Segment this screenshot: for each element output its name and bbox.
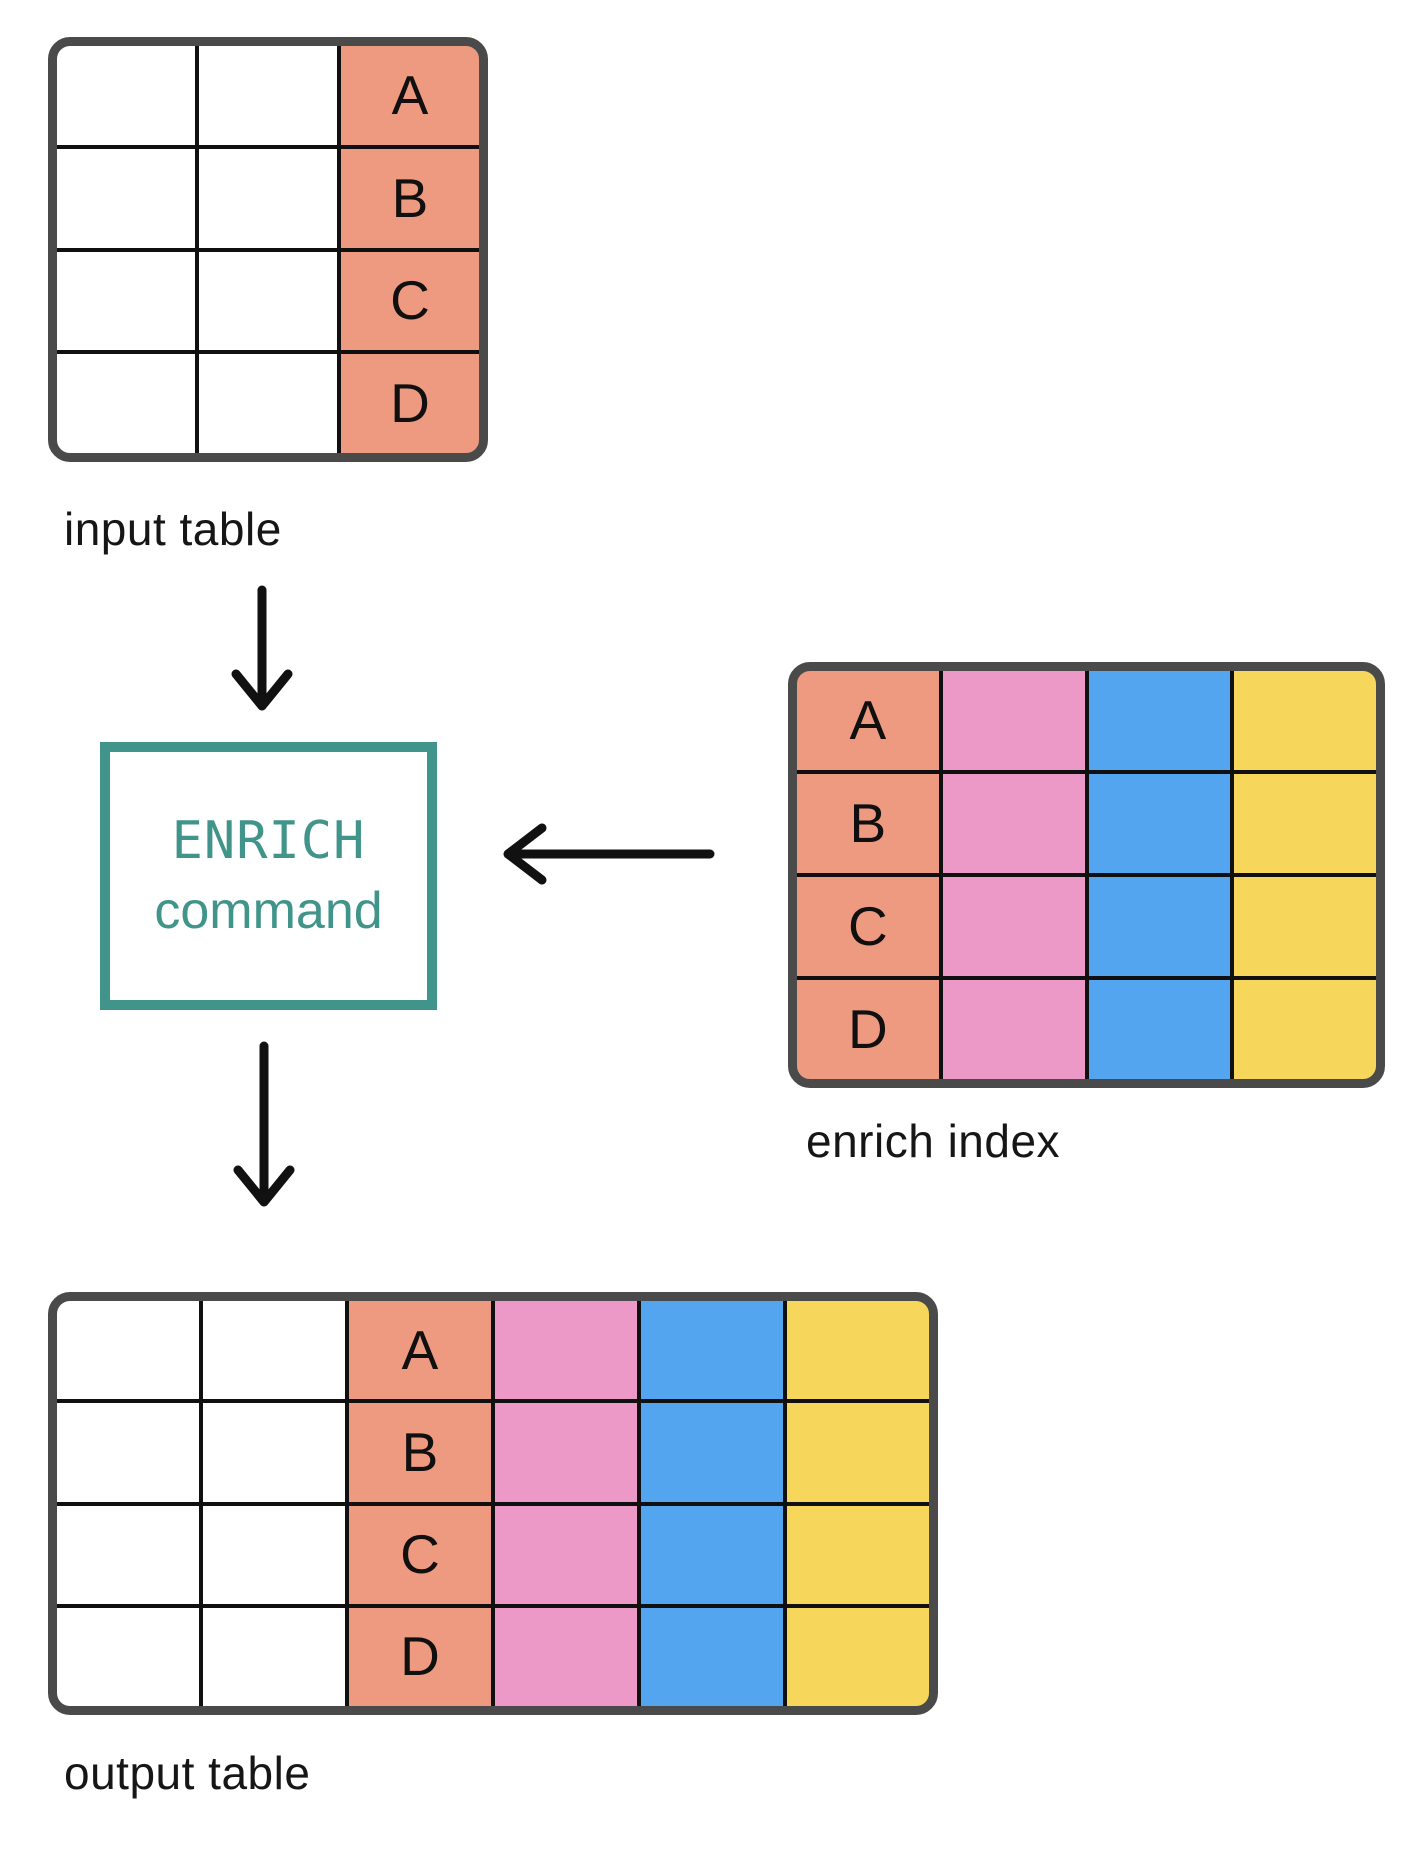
table-cell [787, 1607, 929, 1706]
output-table-label: output table [64, 1747, 311, 1799]
table-cell [942, 671, 1085, 770]
table-cell: C [349, 1505, 491, 1604]
table-cell [57, 1301, 199, 1400]
enrich-command-word: command [154, 882, 383, 940]
table-cell [1088, 877, 1231, 976]
table-cell: B [349, 1403, 491, 1502]
table-cell [203, 1403, 345, 1502]
table-cell [203, 1301, 345, 1400]
table-cell [57, 1403, 199, 1502]
table-cell [199, 46, 337, 145]
enrich-command-box: ENRICH command [100, 742, 437, 1010]
table-cell [641, 1505, 783, 1604]
table-cell [199, 148, 337, 248]
table-cell [641, 1301, 783, 1400]
table-cell [942, 877, 1085, 976]
table-cell [641, 1607, 783, 1706]
table-cell [57, 46, 195, 145]
table-cell: B [341, 148, 479, 248]
table-cell: A [349, 1301, 491, 1400]
table-cell [203, 1607, 345, 1706]
table-cell [199, 251, 337, 351]
table-cell [203, 1505, 345, 1604]
table-cell: D [349, 1607, 491, 1706]
table-cell [787, 1301, 929, 1400]
table-cell [495, 1505, 637, 1604]
table-cell [1234, 671, 1376, 770]
table-cell [57, 1607, 199, 1706]
table-cell [495, 1301, 637, 1400]
table-cell [1088, 774, 1231, 873]
table-cell [57, 148, 195, 248]
input-table-label: input table [64, 503, 282, 555]
table-cell: A [797, 671, 939, 770]
left-arrow-icon [498, 822, 716, 886]
table-cell [641, 1403, 783, 1502]
table-cell [57, 251, 195, 351]
table-cell: C [341, 251, 479, 351]
down-arrow-icon [228, 584, 296, 714]
enrich-index-label: enrich index [806, 1115, 1061, 1167]
table-cell: D [341, 354, 479, 453]
table-cell: D [797, 980, 939, 1079]
table-cell [57, 354, 195, 453]
table-cell [495, 1403, 637, 1502]
table-cell [199, 354, 337, 453]
table-cell [1088, 980, 1231, 1079]
table-cell [495, 1607, 637, 1706]
table-cell [942, 980, 1085, 1079]
table-cell [787, 1505, 929, 1604]
enrich-command-keyword: ENRICH [171, 810, 366, 871]
table-cell [1234, 980, 1376, 1079]
table-cell [1234, 774, 1376, 873]
down-arrow-icon [230, 1040, 298, 1210]
table-cell [1088, 671, 1231, 770]
table-cell [942, 774, 1085, 873]
table-cell [57, 1505, 199, 1604]
table-cell [1234, 877, 1376, 976]
table-cell [787, 1403, 929, 1502]
table-cell: B [797, 774, 939, 873]
table-cell: A [341, 46, 479, 145]
table-cell: C [797, 877, 939, 976]
